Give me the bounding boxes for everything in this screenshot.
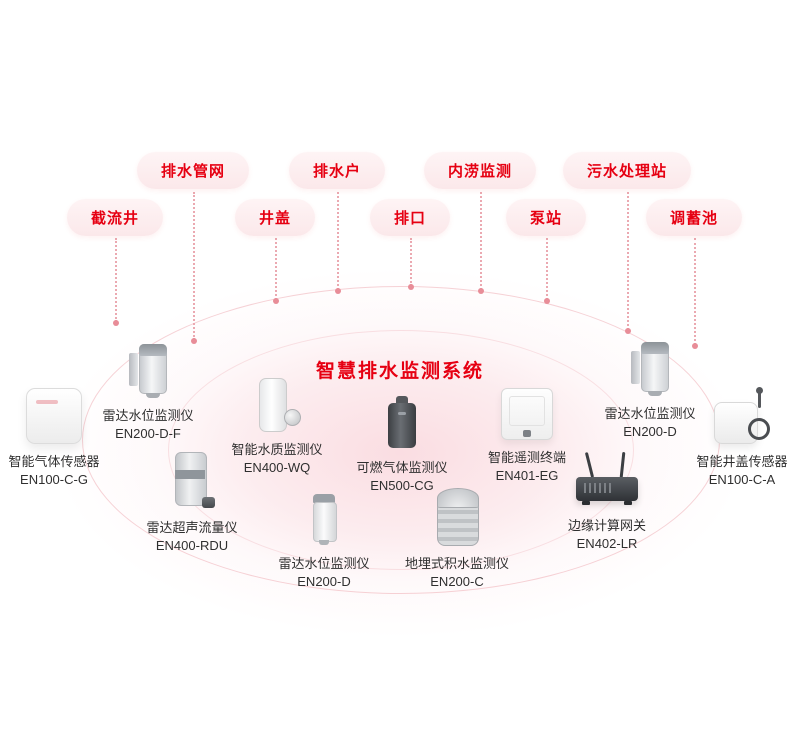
gas-sensor-cube-icon [26, 388, 82, 444]
tag-drainage-household: 排水户 [288, 152, 386, 189]
device-name: 地埋式积水监测仪 [404, 556, 509, 571]
connector-line [692, 238, 698, 349]
device-radar-level-en200-d-right: 雷达水位监测仪 EN200-D [575, 340, 725, 441]
device-name: 可燃气体监测仪 [356, 460, 448, 475]
device-edge-gateway-en402-lr: 边缘计算网关 EN402-LR [532, 451, 682, 553]
device-model: EN200-D [297, 574, 351, 590]
connector-dot [408, 284, 414, 290]
device-name: 智能遥测终端 [487, 450, 566, 465]
device-name: 智能井盖传感器 [696, 454, 788, 469]
connector-dot [113, 320, 119, 326]
device-name: 雷达水位监测仪 [102, 408, 194, 423]
tag-drainage-network: 排水管网 [136, 152, 250, 189]
water-quality-monitor-icon [253, 378, 301, 432]
device-model: EN500-CG [370, 478, 434, 494]
tag-storage-tank: 调蓄池 [645, 199, 743, 236]
device-name: 雷达水位监测仪 [604, 406, 696, 421]
device-model: EN401-EG [495, 468, 559, 484]
connector-dot [335, 288, 341, 294]
connector-dot [478, 288, 484, 294]
device-model: EN200-D [623, 424, 677, 440]
device-name: 雷达水位监测仪 [278, 556, 370, 571]
device-radar-level-en200-d-f: 雷达水位监测仪 EN200-D-F [73, 342, 223, 443]
telemetry-terminal-icon [501, 388, 553, 440]
edge-gateway-icon [574, 451, 640, 508]
tag-sewage-treatment-plant: 污水处理站 [562, 152, 692, 189]
manhole-cover-sensor-icon [714, 387, 770, 444]
device-name: 智能水质监测仪 [231, 442, 323, 457]
device-model: EN400-WQ [243, 460, 311, 476]
device-gas-sensor-en100-c-g: 智能气体传感器 EN100-C-G [0, 388, 129, 489]
device-buried-water-en200-c: 地埋式积水监测仪 EN200-C [382, 488, 532, 591]
device-manhole-sensor-en100-c-a: 智能井盖传感器 EN100-C-A [667, 387, 800, 489]
device-water-quality-en400-wq: 智能水质监测仪 EN400-WQ [202, 378, 352, 477]
device-model: EN100-C-A [708, 472, 776, 488]
connector-line [544, 238, 550, 304]
connector-line [273, 238, 279, 304]
system-title: 智慧排水监测系统 [315, 361, 485, 382]
radar-level-sensor-icon [628, 340, 672, 396]
ultrasonic-flow-meter-icon [169, 452, 215, 510]
device-radar-level-en200-d-bottom: 雷达水位监测仪 EN200-D [249, 494, 399, 591]
connector-line [408, 238, 414, 290]
connector-line [191, 192, 197, 344]
tag-pump-station: 泵站 [505, 199, 587, 236]
combustible-gas-monitor-icon [384, 396, 420, 450]
device-model: EN200-C [430, 574, 484, 590]
radar-level-sensor-icon [126, 342, 170, 398]
device-model: EN200-D-F [115, 426, 181, 442]
connector-line [113, 238, 119, 326]
device-name: 边缘计算网关 [567, 518, 646, 533]
connector-line [625, 192, 631, 334]
tag-outfall: 排口 [369, 199, 451, 236]
connector-line [478, 192, 484, 294]
connector-dot [625, 328, 631, 334]
device-model: EN402-LR [576, 536, 638, 552]
device-model: EN400-RDU [155, 538, 229, 554]
buried-water-monitor-icon [434, 488, 480, 546]
connector-dot [191, 338, 197, 344]
tag-manhole-cover: 井盖 [234, 199, 316, 236]
device-telemetry-terminal-en401-eg: 智能遥测终端 EN401-EG [452, 388, 602, 485]
device-combustible-gas-en500-cg: 可燃气体监测仪 EN500-CG [327, 396, 477, 495]
inner-ellipse-ring [168, 330, 634, 570]
connector-line [335, 192, 341, 294]
connector-dot [692, 343, 698, 349]
device-name: 雷达超声流量仪 [146, 520, 238, 535]
tag-interception-well: 截流井 [66, 199, 164, 236]
tag-waterlogging-monitoring: 内涝监测 [423, 152, 537, 189]
connector-dot [273, 298, 279, 304]
connector-dot [544, 298, 550, 304]
device-name: 智能气体传感器 [8, 454, 100, 469]
device-ultrasonic-flow-en400-rdu: 雷达超声流量仪 EN400-RDU [117, 452, 267, 555]
device-model: EN100-C-G [20, 472, 88, 488]
radar-level-sensor-icon [307, 494, 341, 546]
